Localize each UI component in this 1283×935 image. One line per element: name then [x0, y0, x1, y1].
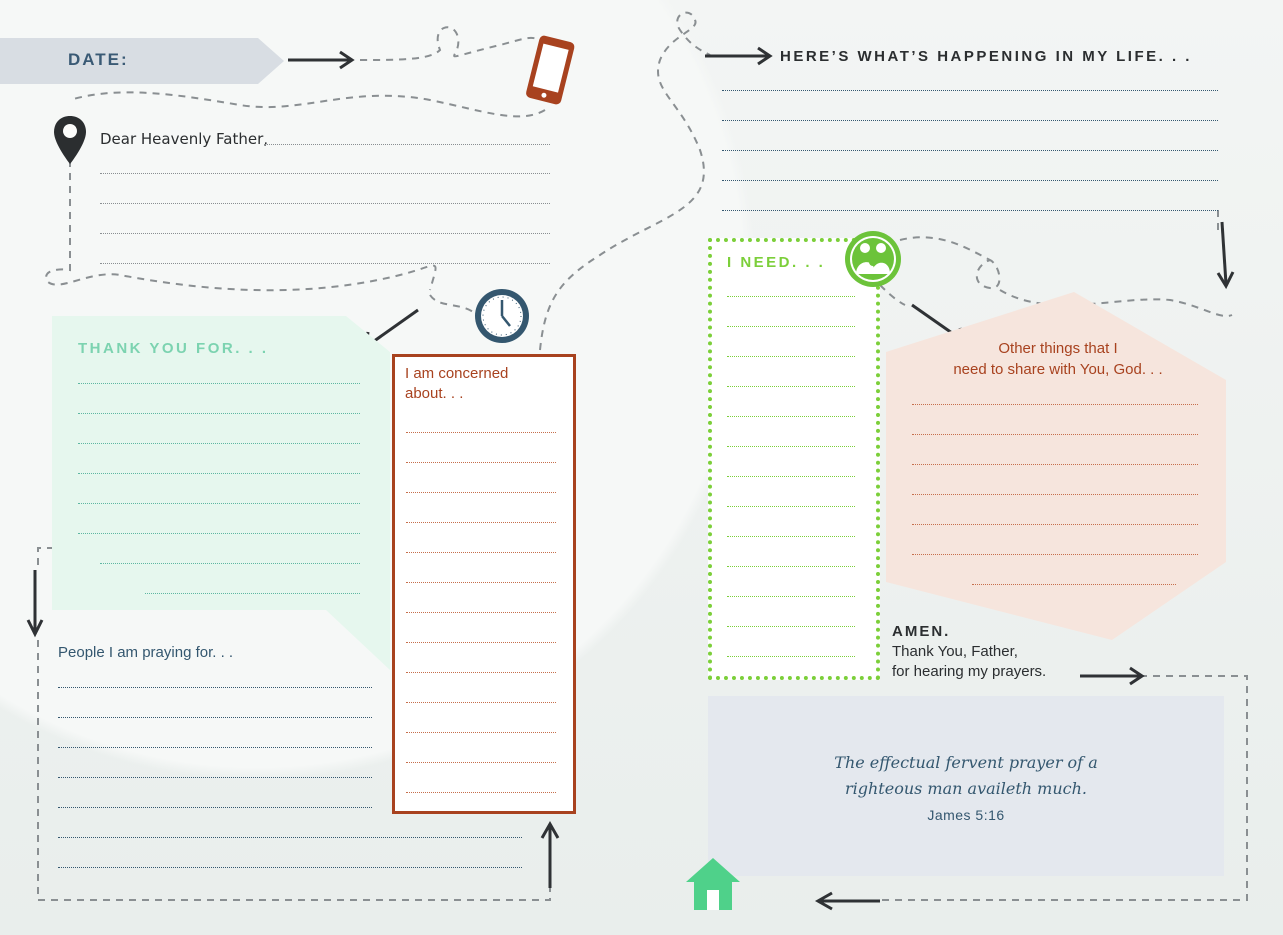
need-line[interactable]	[727, 356, 855, 357]
concerned-line[interactable]	[406, 612, 556, 613]
people-line[interactable]	[58, 717, 372, 718]
concerned-line[interactable]	[406, 792, 556, 793]
need-line[interactable]	[727, 626, 855, 627]
concerned-line[interactable]	[406, 582, 556, 583]
people-line[interactable]	[58, 807, 372, 808]
other-line[interactable]	[912, 464, 1198, 465]
letter-line[interactable]	[100, 263, 550, 264]
date-label: DATE:	[68, 50, 129, 69]
other-line[interactable]	[912, 554, 1198, 555]
verse-line2: righteous man availeth much.	[844, 779, 1087, 798]
thanks-line[interactable]	[78, 503, 360, 504]
verse-text: The effectual fervent prayer of a righte…	[708, 750, 1224, 828]
need-line[interactable]	[727, 536, 855, 537]
people-line[interactable]	[58, 747, 372, 748]
concerned-line[interactable]	[406, 762, 556, 763]
amen-block: AMEN. Thank You, Father, for hearing my …	[892, 622, 1046, 682]
other-line[interactable]	[912, 494, 1198, 495]
verse-line1: The effectual fervent prayer of a	[834, 753, 1098, 772]
thanks-line[interactable]	[78, 473, 360, 474]
letter-line[interactable]	[100, 233, 550, 234]
phone-icon	[522, 34, 578, 113]
thanks-line[interactable]	[100, 563, 360, 564]
home-icon	[684, 856, 742, 917]
concerned-box	[392, 354, 576, 814]
other-line[interactable]	[912, 434, 1198, 435]
people-line[interactable]	[58, 867, 522, 868]
other-line[interactable]	[912, 404, 1198, 405]
need-box	[708, 238, 880, 680]
concerned-label: I am concerned about. . .	[405, 364, 508, 404]
life-line[interactable]	[722, 180, 1218, 181]
amen-line2: for hearing my prayers.	[892, 663, 1047, 680]
other-label-line1: Other things that I	[998, 340, 1118, 357]
letter-line[interactable]	[100, 173, 550, 174]
letter-line[interactable]	[264, 144, 550, 145]
need-line[interactable]	[727, 326, 855, 327]
concerned-label-line1: I am concerned	[405, 365, 509, 382]
thanks-label: THANK YOU FOR. . .	[78, 340, 269, 357]
thanks-line[interactable]	[78, 533, 360, 534]
verse-reference: James 5:16	[927, 807, 1005, 823]
other-hexagon	[886, 292, 1226, 640]
need-line[interactable]	[727, 566, 855, 567]
people-line[interactable]	[58, 687, 372, 688]
people-line[interactable]	[58, 837, 522, 838]
clock-icon	[474, 288, 530, 349]
other-label: Other things that I need to share with Y…	[930, 338, 1186, 380]
amen-line1: Thank You, Father,	[892, 643, 1018, 660]
people-line[interactable]	[58, 777, 372, 778]
salutation: Dear Heavenly Father,	[100, 130, 269, 148]
other-line[interactable]	[912, 524, 1198, 525]
other-line[interactable]	[972, 584, 1176, 585]
need-line[interactable]	[727, 446, 855, 447]
letter-line[interactable]	[100, 203, 550, 204]
verse-box	[708, 696, 1224, 876]
thanks-bubble	[52, 316, 390, 670]
need-line[interactable]	[727, 476, 855, 477]
concerned-line[interactable]	[406, 642, 556, 643]
concerned-line[interactable]	[406, 552, 556, 553]
other-label-line2: need to share with You, God. . .	[953, 361, 1163, 378]
date-tab	[0, 38, 284, 84]
concerned-line[interactable]	[406, 522, 556, 523]
thanks-line[interactable]	[78, 443, 360, 444]
people-label: People I am praying for. . .	[58, 644, 234, 661]
need-line[interactable]	[727, 296, 855, 297]
need-label: I NEED. . .	[727, 254, 826, 271]
life-label: HERE’S WHAT’S HAPPENING IN MY LIFE. . .	[780, 48, 1192, 65]
concerned-line[interactable]	[406, 432, 556, 433]
need-line[interactable]	[727, 506, 855, 507]
life-line[interactable]	[722, 210, 1218, 211]
life-line[interactable]	[722, 90, 1218, 91]
need-line[interactable]	[727, 386, 855, 387]
family-icon	[844, 230, 902, 293]
life-line[interactable]	[722, 120, 1218, 121]
concerned-line[interactable]	[406, 732, 556, 733]
concerned-line[interactable]	[406, 672, 556, 673]
concerned-line[interactable]	[406, 462, 556, 463]
amen-title: AMEN.	[892, 623, 951, 640]
life-line[interactable]	[722, 150, 1218, 151]
need-line[interactable]	[727, 596, 855, 597]
map-pin-icon	[52, 114, 88, 171]
need-line[interactable]	[727, 656, 855, 657]
concerned-line[interactable]	[406, 492, 556, 493]
need-line[interactable]	[727, 416, 855, 417]
thanks-line[interactable]	[78, 413, 360, 414]
concerned-label-line2: about. . .	[405, 385, 464, 402]
thanks-line[interactable]	[78, 383, 360, 384]
concerned-line[interactable]	[406, 702, 556, 703]
thanks-line[interactable]	[145, 593, 360, 594]
